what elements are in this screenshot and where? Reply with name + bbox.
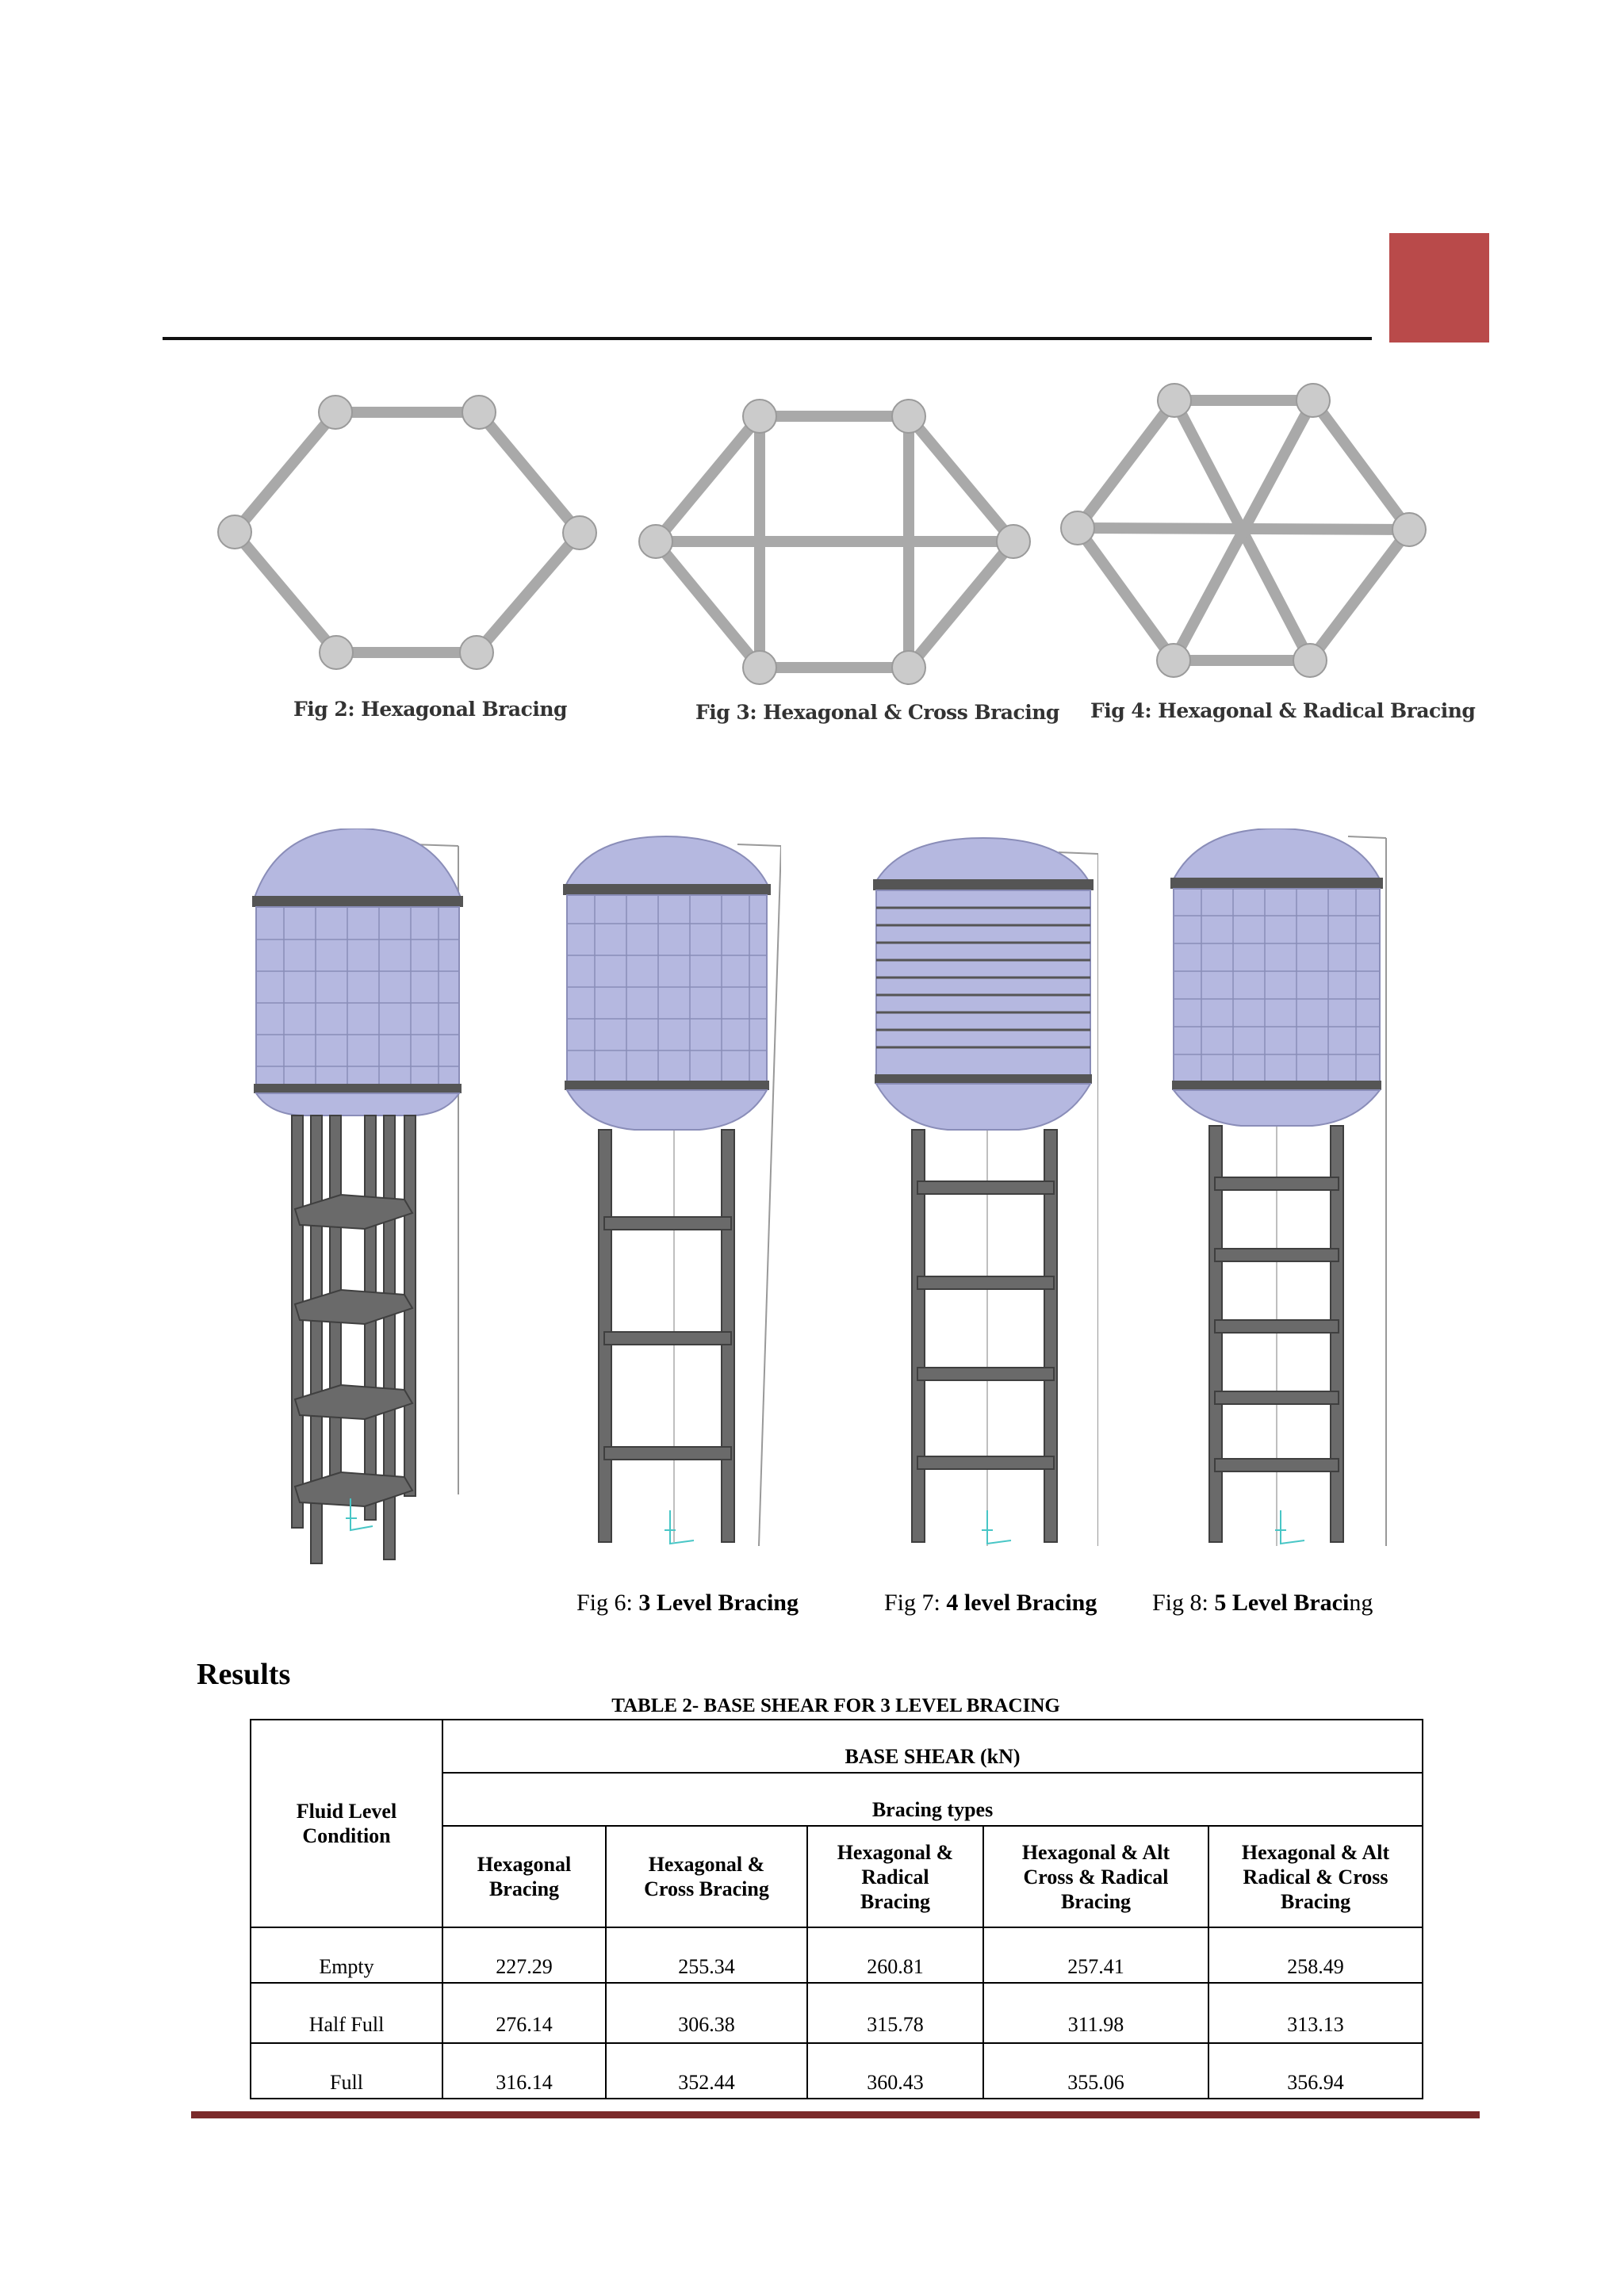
figure-caption: Fig 8: 5 Level Bracing [1152,1590,1373,1617]
value-cell: 227.29 [442,1927,607,1984]
group-header: BASE SHEAR (kN) [441,1718,1424,1774]
value-cell: 313.13 [1207,1982,1424,2045]
caption-prefix: Fig 6: [576,1590,639,1616]
header-accent-block [1389,233,1489,342]
water-tank-model-3-level [563,835,781,1547]
figure-caption: Fig 3: Hexagonal & Cross Bracing [695,701,1059,724]
value-cell: 311.98 [982,1982,1209,2045]
value-cell: 315.78 [806,1982,984,2045]
table-row: Half Full 276.14 306.38 315.78 311.98 31… [250,1982,1424,2045]
caption-bold: 4 level Bracing [946,1590,1097,1616]
column-header: Hexagonal Bracing [442,1825,607,1929]
value-cell: 355.06 [982,2042,1209,2100]
value-cell: 258.49 [1207,1927,1424,1984]
header-rule [163,337,1372,340]
table-row: Full 316.14 352.44 360.43 355.06 356.94 [250,2042,1424,2100]
value-cell: 260.81 [806,1927,984,1984]
condition-cell: Full [250,2042,443,2100]
caption-bold: 3 Level Bracing [638,1590,799,1616]
value-cell: 255.34 [605,1927,808,1984]
figure-hexagonal-bracing [217,395,597,670]
sub-header: Bracing types [441,1772,1424,1827]
figure-caption: Fig 2: Hexagonal Bracing [293,698,568,721]
caption-prefix: Fig 8: [1152,1590,1215,1616]
figure-hexagonal-radical-bracing [1060,383,1427,678]
condition-cell: Empty [250,1927,443,1984]
figure-caption: Fig 4: Hexagonal & Radical Bracing [1090,699,1476,722]
column-header: Hexagonal & Alt Radical & Cross Bracing [1207,1825,1424,1929]
table-title: TABLE 2- BASE SHEAR FOR 3 LEVEL BRACING [611,1695,1060,1716]
section-heading: Results [197,1658,291,1691]
figure-caption: Fig 7: 4 level Bracing [884,1590,1097,1617]
value-cell: 352.44 [605,2042,808,2100]
footer-rule [191,2111,1480,2118]
caption-prefix: Fig 7: [884,1590,947,1616]
column-header: Hexagonal & Cross Bracing [605,1825,808,1929]
value-cell: 356.94 [1207,2042,1424,2100]
row-header: Fluid Level Condition [296,1800,397,1848]
condition-cell: Half Full [250,1982,443,2045]
column-header: Hexagonal & Radical Bracing [806,1825,984,1929]
figure-hexagonal-cross-bracing [638,399,1031,685]
caption-bold: 5 Level Braci [1214,1590,1350,1616]
water-tank-model-hexagonal [252,828,463,1564]
value-cell: 257.41 [982,1927,1209,1984]
value-cell: 360.43 [806,2042,984,2100]
table-row: Empty 227.29 255.34 260.81 257.41 258.49 [250,1927,1424,1984]
value-cell: 276.14 [442,1982,607,2045]
figure-caption: Fig 6: 3 Level Bracing [576,1590,799,1617]
caption-tail: ng [1349,1590,1373,1616]
water-tank-model-4-level [873,836,1098,1546]
value-cell: 316.14 [442,2042,607,2100]
row-header-cell: Fluid Level Condition [250,1718,443,1929]
water-tank-model-5-level [1170,828,1387,1546]
value-cell: 306.38 [605,1982,808,2045]
column-header: Hexagonal & Alt Cross & Radical Bracing [982,1825,1209,1929]
base-shear-table: Fluid Level Condition BASE SHEAR (kN) Br… [250,1718,1424,2100]
